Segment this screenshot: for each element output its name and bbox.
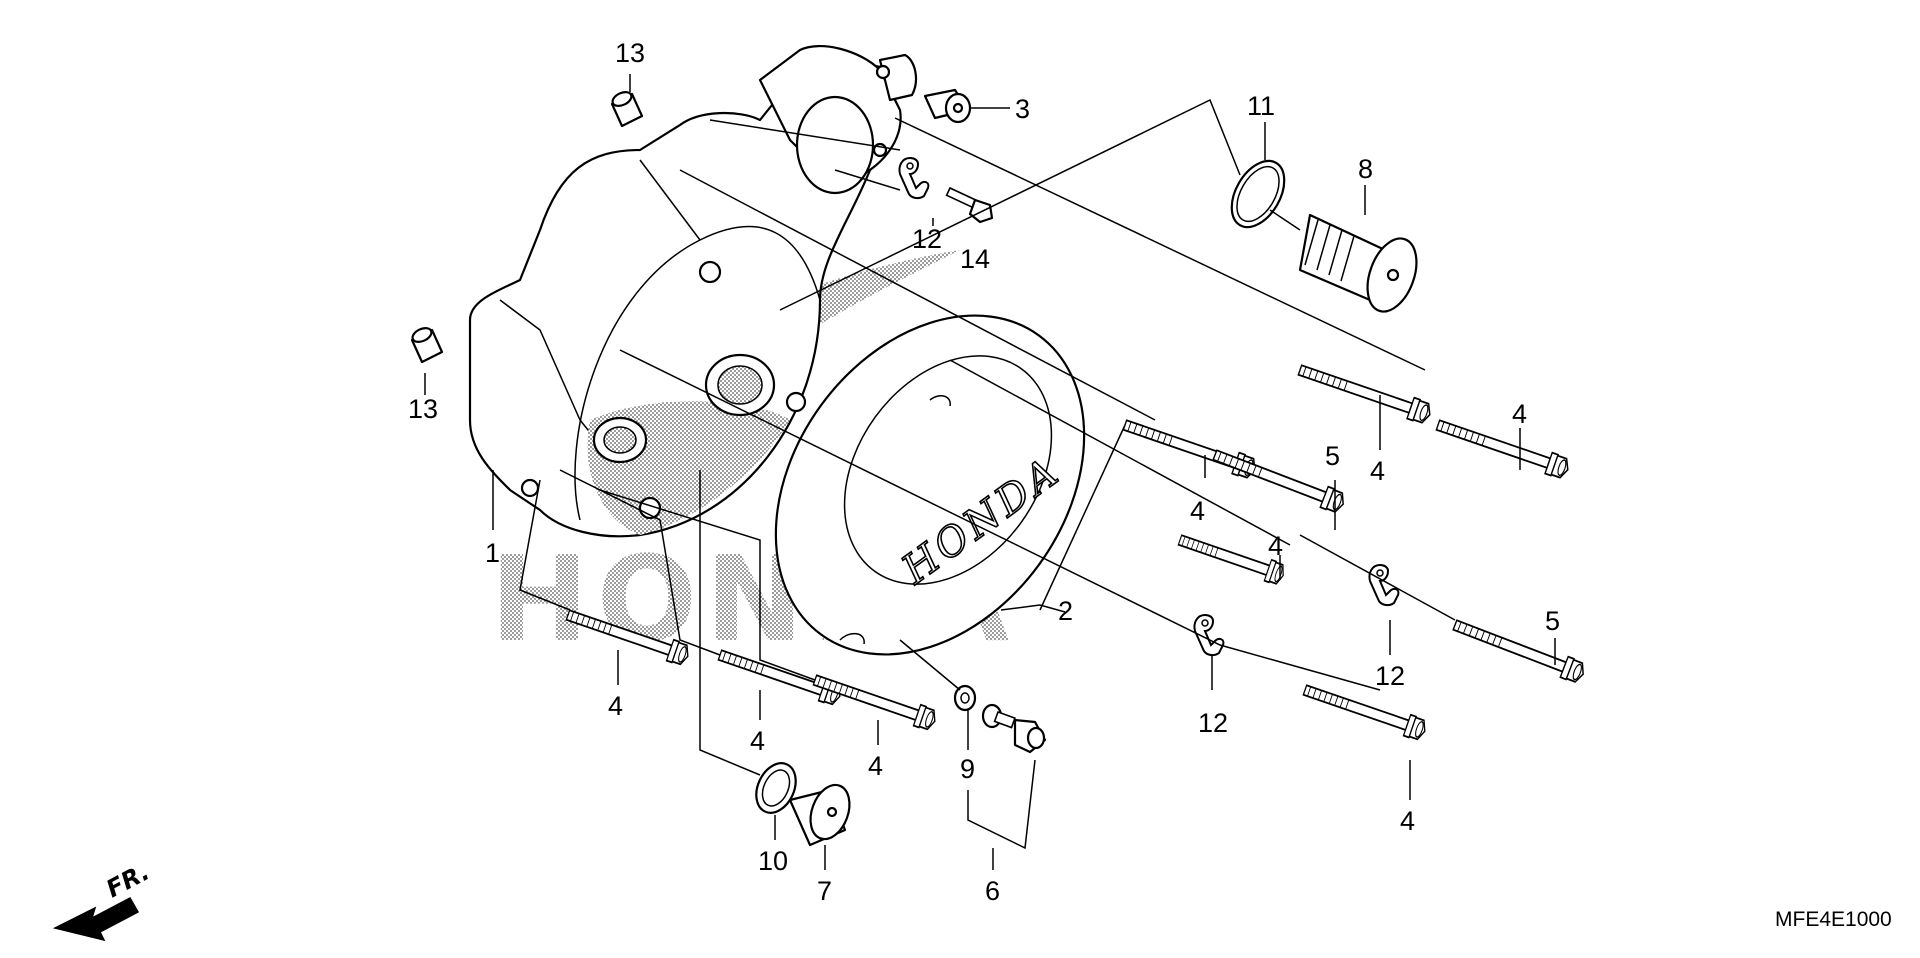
callout-5-b: 5 bbox=[1545, 606, 1560, 636]
oil-plug bbox=[788, 783, 851, 847]
callout-11: 11 bbox=[1247, 91, 1275, 121]
callout-4-d: 4 bbox=[1268, 531, 1283, 561]
o-ring-large bbox=[1230, 159, 1286, 229]
callout-13-upper: 13 bbox=[615, 38, 645, 68]
bolt-5-b bbox=[1450, 613, 1588, 686]
front-label: FR. bbox=[102, 858, 154, 904]
callout-leaders bbox=[424, 74, 1556, 870]
callout-4-b: 4 bbox=[1370, 456, 1385, 486]
o-ring-small bbox=[755, 762, 797, 814]
callout-12-lower: 12 bbox=[1198, 708, 1228, 738]
callout-4-f: 4 bbox=[608, 691, 623, 721]
callout-6: 6 bbox=[985, 876, 1000, 906]
sealing-washer bbox=[953, 684, 977, 712]
callout-12-right: 12 bbox=[1375, 661, 1405, 691]
grommet bbox=[923, 88, 972, 124]
dowel-pin-lower bbox=[410, 327, 444, 364]
callout-10: 10 bbox=[758, 846, 788, 876]
callout-8: 8 bbox=[1358, 154, 1373, 184]
callout-13-lower: 13 bbox=[408, 394, 438, 424]
dowel-pin-upper bbox=[610, 91, 644, 128]
alignment-lines bbox=[519, 98, 1456, 776]
bolt-4-e bbox=[1300, 678, 1430, 743]
drain-bolt-assembly bbox=[981, 703, 1047, 754]
callout-5-a: 5 bbox=[1325, 441, 1340, 471]
front-arrow: FR. bbox=[52, 858, 154, 942]
bolt-4-a bbox=[1295, 358, 1435, 426]
bolt-4-b bbox=[1433, 413, 1573, 481]
callout-4-g: 4 bbox=[750, 726, 765, 756]
callout-7: 7 bbox=[817, 876, 832, 906]
bolt-4-c bbox=[1120, 413, 1260, 481]
callout-4-c: 4 bbox=[1190, 496, 1205, 526]
callout-4-e: 4 bbox=[1400, 806, 1415, 836]
callout-3: 3 bbox=[1015, 94, 1030, 124]
callout-2: 2 bbox=[1058, 596, 1073, 626]
callout-4-a: 4 bbox=[1512, 399, 1527, 429]
callout-1: 1 bbox=[485, 538, 500, 568]
callout-9: 9 bbox=[960, 754, 975, 784]
callout-12-top: 12 bbox=[912, 224, 942, 254]
clip-right bbox=[1368, 564, 1400, 607]
clip-top bbox=[898, 157, 930, 200]
callout-4-h: 4 bbox=[868, 751, 883, 781]
small-bolt-top bbox=[945, 186, 994, 224]
diagram-code: MFE4E1000 bbox=[1775, 908, 1892, 931]
callouts: 13 13 1 2 3 11 8 12 14 4 4 5 4 4 12 5 12… bbox=[408, 38, 1560, 906]
callout-14: 14 bbox=[960, 244, 990, 274]
filler-plug bbox=[1298, 213, 1418, 313]
